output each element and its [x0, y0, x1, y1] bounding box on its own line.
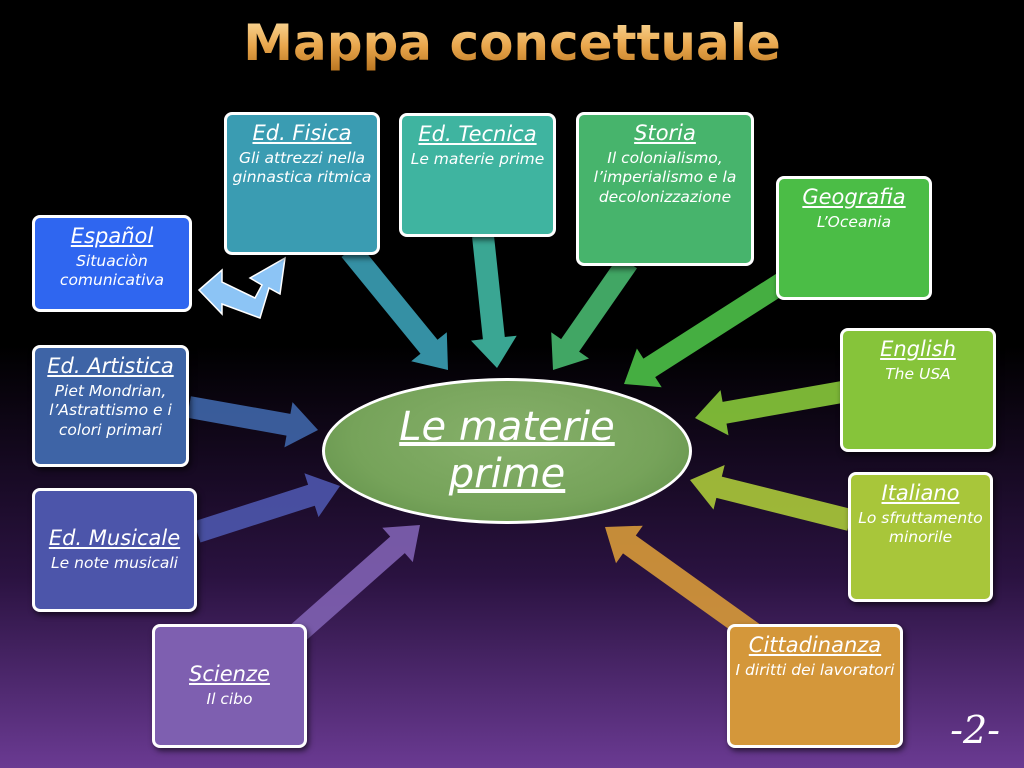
page-number: -2- [950, 708, 1000, 752]
subject-description: Il colonialismo, l’imperialismo e la dec… [593, 149, 737, 206]
arrow-ed-tecnica [471, 234, 517, 368]
subject-title: Ed. Fisica [252, 121, 352, 145]
arrow-ed-fisica [341, 243, 448, 370]
arrow-geografia [624, 268, 796, 388]
subject-description: Il cibo [206, 690, 253, 709]
subject-description: Piet Mondrian, l’Astrattismo e i colori … [49, 382, 172, 439]
subject-title: Español [70, 224, 154, 248]
arrow-scienze [282, 525, 420, 649]
subject-description: Lo sfruttamento minorile [858, 509, 983, 547]
central-concept-text: Le materie prime [399, 403, 615, 497]
page-title: Mappa concettuale [0, 14, 1024, 72]
subject-title: Storia [634, 121, 696, 145]
subject-description: Situaciòn comunicativa [59, 252, 165, 290]
arrow-ed-musicale [193, 473, 340, 543]
subject-description: The USA [885, 365, 951, 383]
subject-title: Cittadinanza [748, 633, 882, 657]
subject-box-storia: Storia Il colonialismo, l’imperialismo e … [576, 112, 754, 266]
subject-description: Le note musicali [51, 554, 178, 573]
subject-title: Scienze [189, 662, 270, 687]
arrow-english [695, 381, 844, 436]
arrow-storia [551, 255, 637, 370]
subject-title: English [880, 337, 956, 361]
arrow-espanol-ed-fisica [197, 256, 286, 319]
subject-box-ed-musicale: Ed. Musicale Le note musicali [32, 488, 197, 612]
subject-description: I diritti dei lavoratori [735, 661, 895, 679]
subject-box-italiano: Italiano Lo sfruttamento minorile [848, 472, 993, 602]
subject-title: Ed. Musicale [48, 526, 181, 551]
subject-box-cittadinanza: Cittadinanza I diritti dei lavoratori [727, 624, 903, 748]
arrow-italiano [690, 465, 853, 531]
subject-description: Gli attrezzi nella ginnastica ritmica [232, 149, 372, 187]
subject-title: Ed. Artistica [47, 354, 174, 378]
subject-title: Italiano [881, 481, 960, 505]
subject-description: L’Oceania [816, 213, 892, 231]
subject-description: Le materie prime [410, 150, 545, 168]
subject-box-scienze: Scienze Il cibo [152, 624, 307, 748]
central-concept: Le materie prime [322, 378, 692, 524]
subject-box-ed-tecnica: Ed. Tecnica Le materie prime [399, 113, 556, 237]
arrow-ed-artistica [187, 396, 318, 448]
subject-title: Geografia [802, 185, 906, 209]
arrow-cittadinanza [605, 525, 777, 654]
subject-title: Ed. Tecnica [418, 122, 537, 146]
